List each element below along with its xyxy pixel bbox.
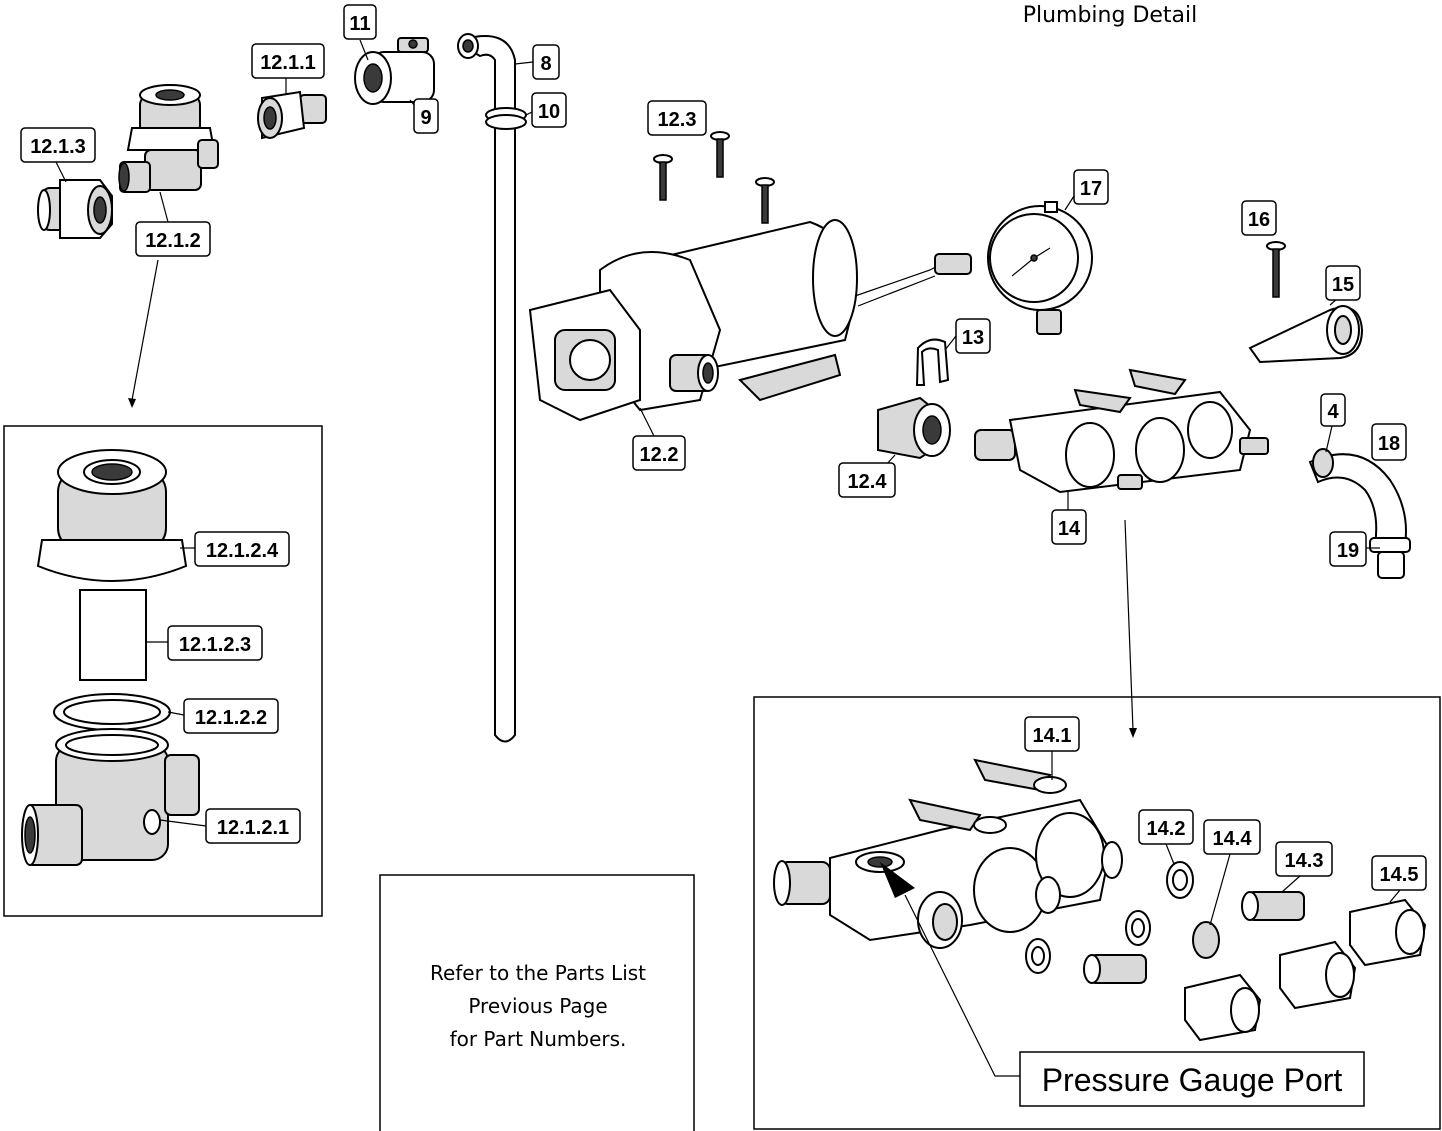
svg-text:19: 19 xyxy=(1337,540,1359,562)
part-12-1-2-strainer xyxy=(118,84,219,193)
leader-valve-detail xyxy=(1124,519,1134,731)
label-14-1: 14.1 xyxy=(1024,716,1080,752)
label-14: 14 xyxy=(1051,509,1087,545)
leader-11 xyxy=(359,39,369,61)
part-12-1-3-coupling xyxy=(37,179,113,239)
svg-text:11: 11 xyxy=(349,13,370,35)
svg-text:14.3: 14.3 xyxy=(1285,850,1324,872)
svg-text:9: 9 xyxy=(420,107,431,129)
svg-text:12.1.2: 12.1.2 xyxy=(145,230,201,252)
label-12-1-2-4: 12.1.2.4 xyxy=(194,531,290,567)
part-14-valve-assembly xyxy=(974,368,1269,494)
svg-text:17: 17 xyxy=(1080,178,1102,200)
arrow-strainer-detail xyxy=(128,398,136,408)
pressure-port-arrow xyxy=(880,862,915,898)
leader-12-1-2-2 xyxy=(167,711,185,716)
label-12-1-2-2: 12.1.2.2 xyxy=(183,698,279,734)
svg-text:13: 13 xyxy=(962,327,984,349)
part-12-3-screws xyxy=(653,131,775,224)
diagram-title: Plumbing Detail xyxy=(1023,3,1198,28)
label-13: 13 xyxy=(955,318,991,354)
label-12-1-1: 12.1.1 xyxy=(251,43,325,79)
label-8: 8 xyxy=(532,44,560,80)
leader-14-2 xyxy=(1165,843,1175,865)
svg-text:14.5: 14.5 xyxy=(1380,864,1419,886)
leader-12-1-2 xyxy=(159,191,169,223)
svg-text:12.1.2.2: 12.1.2.2 xyxy=(195,707,267,729)
part-13-clip xyxy=(915,338,950,386)
leader-12-2 xyxy=(639,407,655,437)
leader-17 xyxy=(1064,195,1075,211)
svg-text:18: 18 xyxy=(1378,433,1400,455)
svg-text:14: 14 xyxy=(1058,518,1081,540)
svg-text:14.2: 14.2 xyxy=(1147,818,1186,840)
leader-13 xyxy=(944,335,957,351)
part-8-suction-tube xyxy=(457,33,527,743)
label-14-5: 14.5 xyxy=(1371,855,1427,891)
svg-text:12.1.2.4: 12.1.2.4 xyxy=(206,540,279,562)
svg-text:12.1.2.1: 12.1.2.1 xyxy=(217,817,289,839)
part-12-1-1-adapter xyxy=(257,90,327,140)
label-12-4: 12.4 xyxy=(838,462,896,498)
leader-4 xyxy=(1325,425,1333,453)
label-12-1-3: 12.1.3 xyxy=(20,127,96,163)
label-19: 19 xyxy=(1329,531,1367,567)
part-12-4-fitting xyxy=(877,396,951,460)
svg-text:4: 4 xyxy=(1327,401,1339,423)
leader-14-5 xyxy=(1389,889,1401,903)
part-9-11-clamp xyxy=(354,37,435,105)
svg-text:14.1: 14.1 xyxy=(1033,725,1072,747)
svg-text:12.3: 12.3 xyxy=(658,109,697,131)
label-14-4: 14.4 xyxy=(1203,819,1261,855)
svg-text:12.4: 12.4 xyxy=(848,471,888,493)
leader-8 xyxy=(514,61,534,65)
note-box xyxy=(379,874,695,1131)
label-12-2: 12.2 xyxy=(632,435,686,471)
arrow-valve-detail xyxy=(1129,728,1137,738)
svg-text:8: 8 xyxy=(540,53,551,75)
svg-text:10: 10 xyxy=(538,101,560,123)
note-line-3: for Part Numbers. xyxy=(450,1027,627,1051)
part-17-gauge xyxy=(987,201,1093,335)
part-16-screw xyxy=(1266,241,1286,298)
svg-text:16: 16 xyxy=(1248,209,1270,231)
label-12-1-2: 12.1.2 xyxy=(135,221,211,257)
leader-14-4 xyxy=(1209,853,1231,926)
part-12-2-pump xyxy=(528,219,972,422)
label-4: 4 xyxy=(1320,393,1346,427)
svg-text:12.1.1: 12.1.1 xyxy=(260,52,316,74)
svg-text:Pressure Gauge Port: Pressure Gauge Port xyxy=(1042,1062,1343,1098)
pressure-gauge-port-callout: Pressure Gauge Port xyxy=(1019,1051,1365,1107)
label-12-1-2-1: 12.1.2.1 xyxy=(205,808,301,844)
leader-12-1-2-1 xyxy=(159,819,207,827)
label-12-3: 12.3 xyxy=(647,100,707,136)
label-17: 17 xyxy=(1073,169,1109,205)
label-11: 11 xyxy=(343,4,377,40)
label-16: 16 xyxy=(1241,200,1277,236)
label-14-3: 14.3 xyxy=(1275,841,1333,877)
leader-10 xyxy=(525,111,533,116)
label-12-1-2-3: 12.1.2.3 xyxy=(167,625,263,661)
svg-text:15: 15 xyxy=(1332,274,1354,296)
leader-pressure-port xyxy=(904,894,1020,1077)
label-18: 18 xyxy=(1371,423,1407,461)
label-10: 10 xyxy=(531,92,567,128)
svg-text:12.1.2.3: 12.1.2.3 xyxy=(179,634,251,656)
leader-strainer-detail xyxy=(131,259,159,401)
strainer-exploded-view xyxy=(21,449,200,866)
svg-text:12.2: 12.2 xyxy=(640,444,679,466)
label-9: 9 xyxy=(413,98,439,134)
part-18-elbow-hose xyxy=(1308,448,1411,579)
note-line-1: Refer to the Parts List xyxy=(430,961,646,985)
svg-text:12.1.3: 12.1.3 xyxy=(30,136,86,158)
note-line-2: Previous Page xyxy=(468,994,607,1018)
leader-12-1-3 xyxy=(55,161,67,183)
svg-text:14.4: 14.4 xyxy=(1213,828,1253,850)
label-14-2: 14.2 xyxy=(1138,809,1194,845)
part-15-bracket xyxy=(1248,305,1364,364)
label-15: 15 xyxy=(1325,265,1361,301)
leader-14-3 xyxy=(1281,875,1301,893)
valve-exploded-view xyxy=(773,758,1427,1042)
